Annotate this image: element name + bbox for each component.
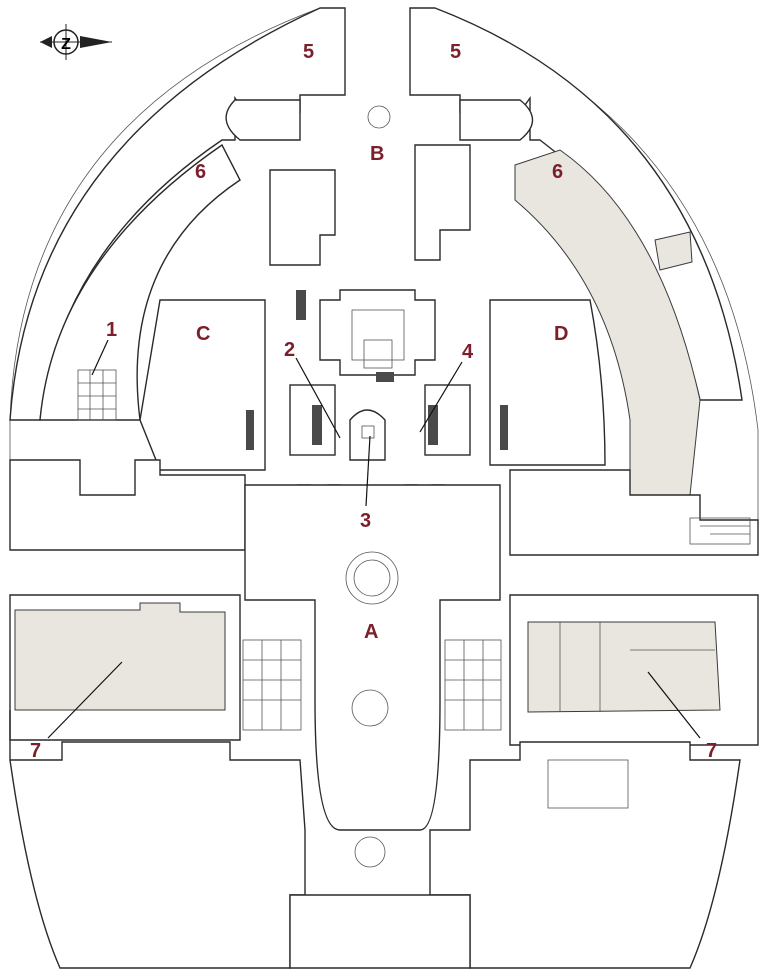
- leader-lines: [47, 339, 701, 739]
- excavation-right: [527, 621, 721, 713]
- excavation-right-walls: [559, 622, 715, 712]
- label-4: 4: [462, 341, 474, 363]
- label-7-left: 7: [30, 740, 41, 762]
- circle-a-middle: [351, 689, 389, 727]
- circle-a-large: [345, 551, 399, 605]
- steps-right: [689, 517, 751, 545]
- compass-letter: Z: [61, 36, 71, 53]
- stairs-right: [444, 639, 502, 731]
- apse-left: [225, 99, 301, 141]
- sanctuary: [319, 289, 436, 376]
- stairs-left: [242, 639, 302, 731]
- block-upper-left: [269, 169, 336, 266]
- sanctuary-inner: [351, 309, 405, 361]
- grid-room-1: [77, 369, 117, 421]
- altar-box: [361, 425, 375, 439]
- ruin-details: [246, 290, 508, 450]
- label-7-right: 7: [706, 740, 717, 762]
- transverse-band: [9, 459, 246, 551]
- circle-a-lower: [354, 836, 386, 868]
- label-a: A: [364, 621, 378, 643]
- label-3: 3: [360, 510, 371, 532]
- bottom-block-right: [429, 741, 741, 969]
- label-c: C: [196, 323, 210, 345]
- circle-a-inner: [353, 559, 391, 597]
- courtyard-a: [244, 484, 501, 831]
- label-d: D: [554, 323, 568, 345]
- label-6-right: 6: [552, 161, 563, 183]
- north-arrow-icon: Z: [40, 24, 112, 60]
- label-6-left: 6: [195, 161, 206, 183]
- label-b: B: [370, 143, 384, 165]
- central-niche: [349, 409, 386, 461]
- sanctuary-core: [363, 339, 393, 369]
- excavation-left: [14, 602, 226, 711]
- apse-right: [459, 99, 534, 141]
- circle-b: [367, 105, 391, 129]
- ruin-annex: [654, 231, 693, 271]
- label-2: 2: [284, 339, 295, 361]
- block-6-left: [39, 143, 241, 421]
- chamber-d: [489, 299, 606, 466]
- label-1: 1: [106, 319, 117, 341]
- transverse-band-right: [509, 469, 759, 556]
- bottom-center: [289, 894, 471, 969]
- bottom-block-left: [9, 710, 306, 969]
- label-5-right: 5: [450, 41, 461, 63]
- block-upper-right: [414, 144, 471, 261]
- label-5-left: 5: [303, 41, 314, 63]
- bottom-inner-room: [547, 759, 629, 809]
